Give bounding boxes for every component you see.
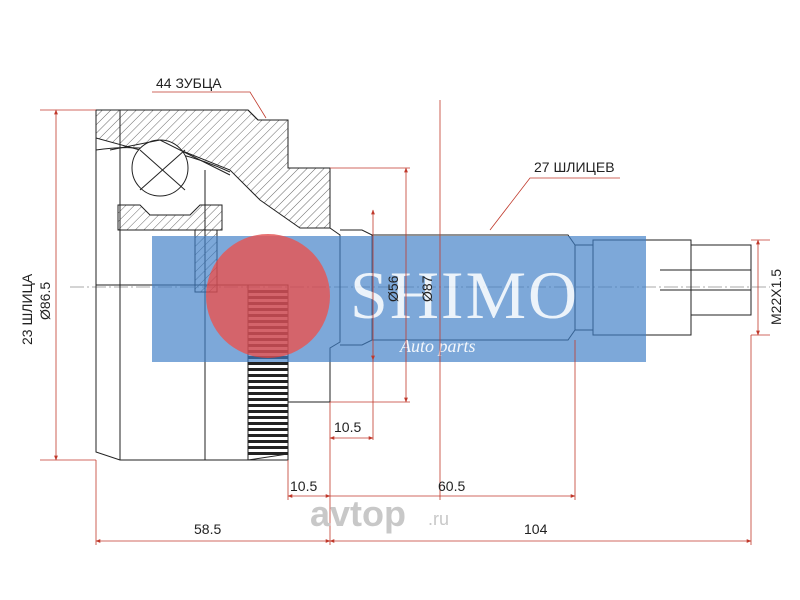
watermark-logo-circle <box>206 234 330 358</box>
site-logo-suffix: .ru <box>428 509 449 529</box>
abs-tooth <box>248 398 288 401</box>
abs-tooth <box>248 404 288 407</box>
outer-diameter-dim <box>40 109 96 461</box>
outer-diameter-label: Ø86.5 <box>37 282 53 320</box>
abs-tooth <box>248 368 288 371</box>
abs-tooth <box>248 386 288 389</box>
site-logo-name: avtop <box>310 493 406 534</box>
dim-10-5-lower: 10.5 <box>290 478 317 494</box>
site-logo: avtop .ru <box>310 493 449 534</box>
watermark: SHIMO Auto parts <box>152 234 646 362</box>
dim-60-5: 60.5 <box>438 478 465 494</box>
dim-58-5: 58.5 <box>194 521 221 537</box>
diameter-dims <box>330 167 410 403</box>
abs-tooth <box>248 416 288 419</box>
abs-tooth <box>248 392 288 395</box>
diameter-87-label: Ø87 <box>419 275 435 302</box>
diameter-56-label: Ø56 <box>385 275 401 302</box>
outer-splines-label: 27 ШЛИЦЕВ <box>534 159 615 175</box>
abs-tooth <box>248 380 288 383</box>
horizontal-dims <box>95 100 752 545</box>
abs-tooth <box>248 362 288 365</box>
dim-10-5-upper: 10.5 <box>334 419 361 435</box>
leader-lines <box>152 91 620 231</box>
abs-tooth <box>248 440 288 443</box>
abs-tooth <box>248 374 288 377</box>
abs-tooth <box>248 434 288 437</box>
abs-tooth <box>248 410 288 413</box>
dim-104: 104 <box>524 521 548 537</box>
watermark-tagline: Auto parts <box>399 336 476 356</box>
abs-tooth <box>248 422 288 425</box>
thread-dim <box>751 239 770 336</box>
teeth-label: 44 ЗУБЦА <box>156 75 222 91</box>
abs-tooth <box>248 452 288 455</box>
watermark-brand: SHIMO <box>350 257 579 333</box>
abs-tooth <box>248 446 288 449</box>
thread-label: M22X1.5 <box>768 269 784 325</box>
abs-tooth <box>248 428 288 431</box>
inner-splines-label: 23 ШЛИЦА <box>19 273 35 345</box>
